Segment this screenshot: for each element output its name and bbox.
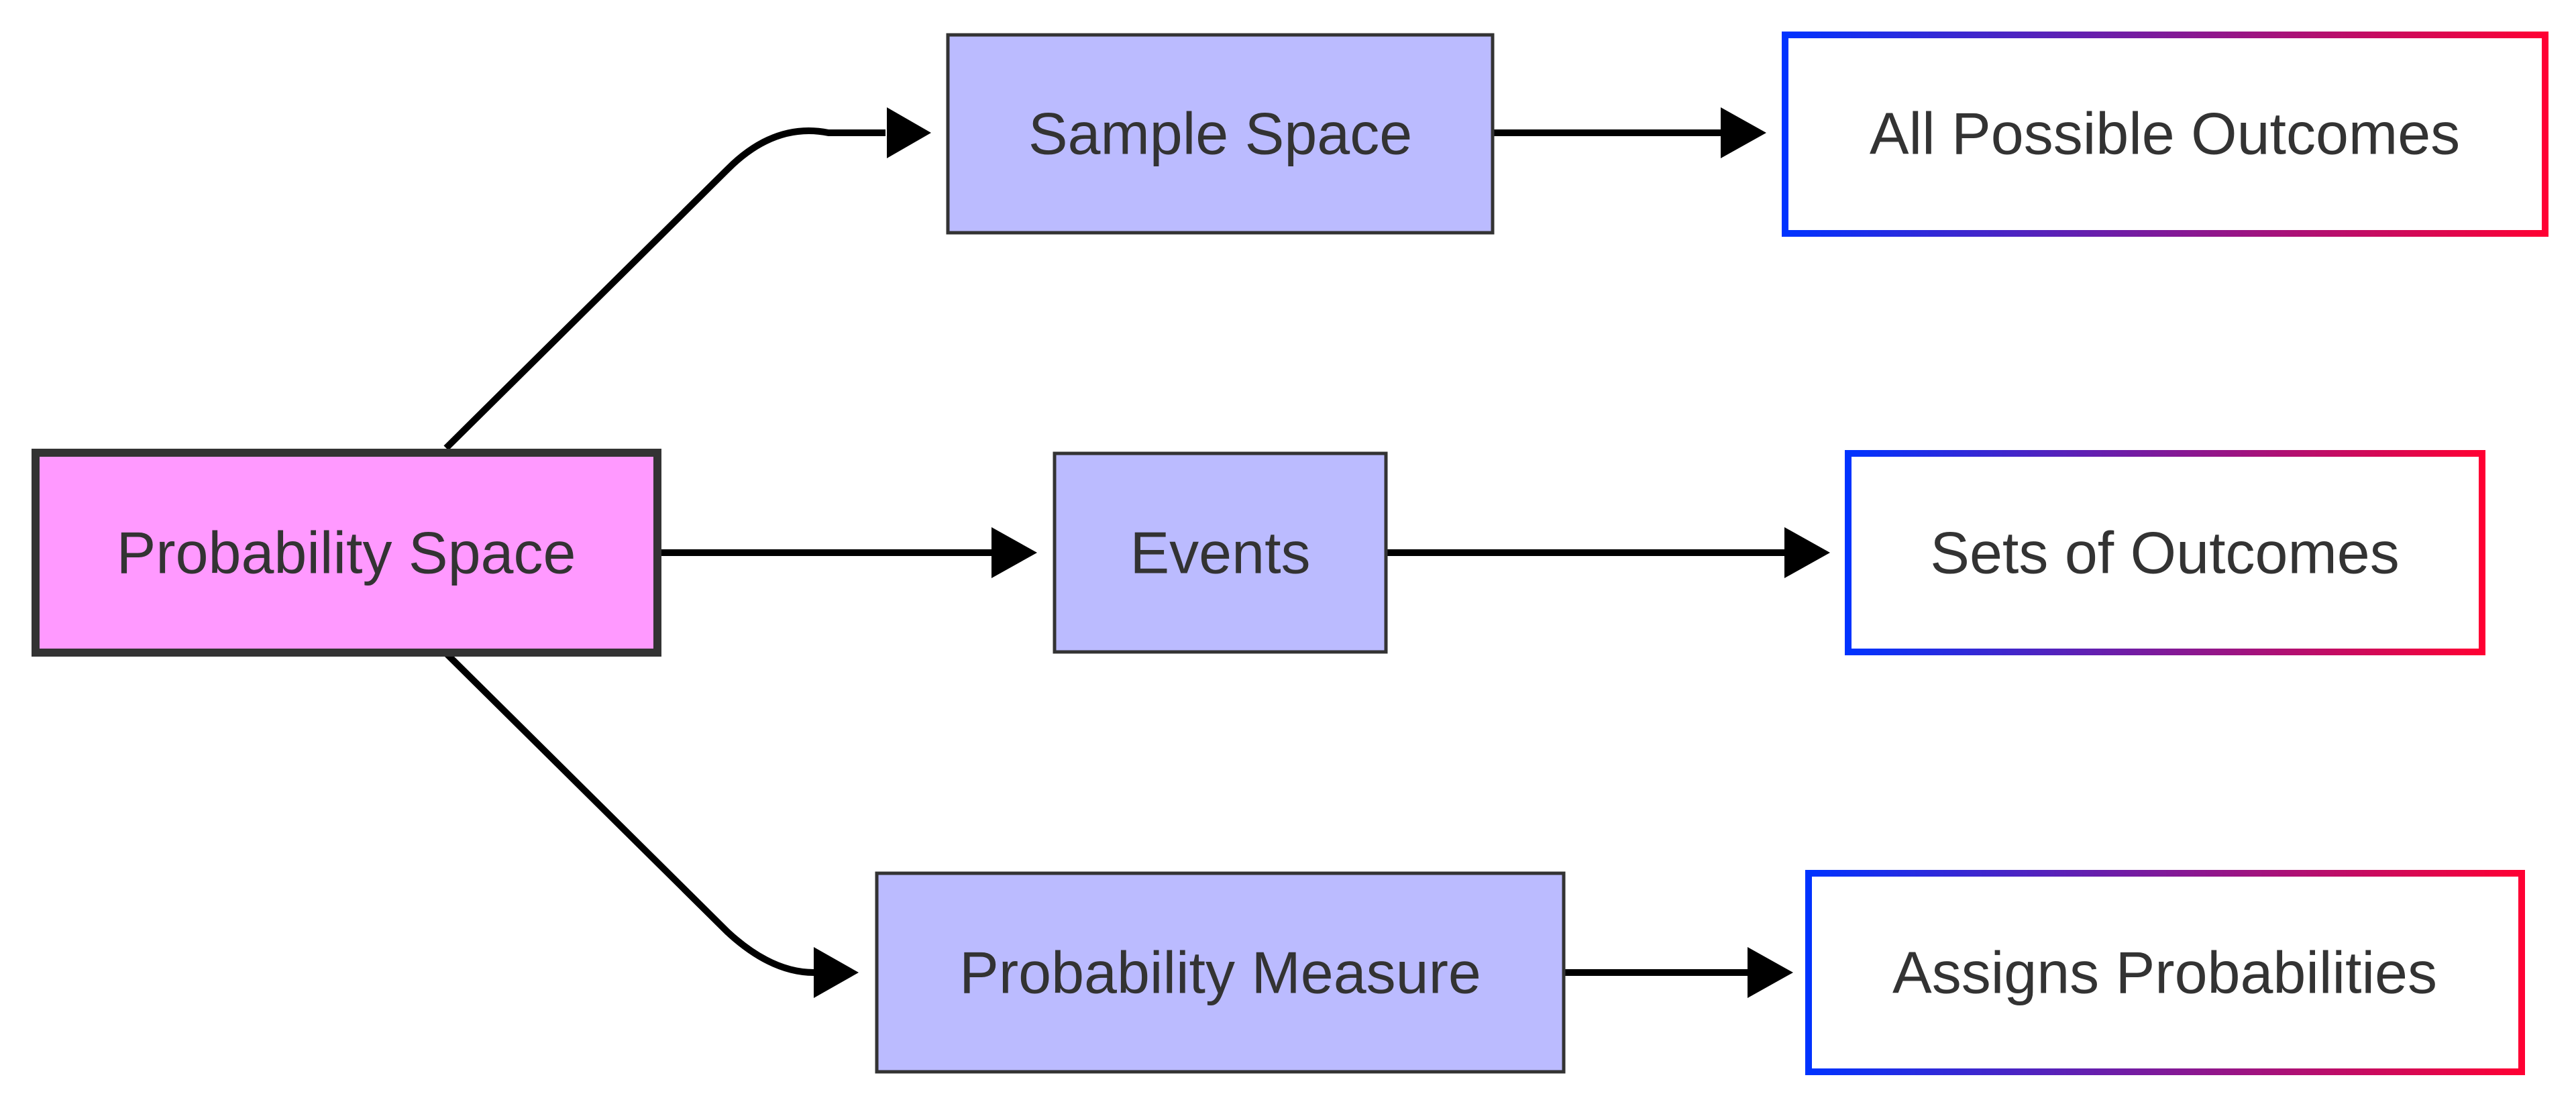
node-all-possible-outcomes[interactable]: All Possible Outcomes (1782, 32, 2548, 237)
node-events[interactable]: Events (1053, 451, 1388, 654)
node-sample-space[interactable]: Sample Space (946, 33, 1495, 235)
arrowhead-assigns-probabilities (1748, 947, 1793, 998)
node-label: Events (1130, 520, 1310, 586)
edges (443, 107, 1830, 998)
node-probability-measure[interactable]: Probability Measure (875, 871, 1566, 1074)
arrowhead-probability-measure (814, 947, 859, 998)
node-label: All Possible Outcomes (1870, 101, 2460, 167)
node-probability-space[interactable]: Probability Space (32, 449, 661, 657)
arrowhead-sample-space (887, 107, 931, 158)
node-label: Sample Space (1028, 101, 1412, 167)
edge-probability-space-to-sample-space (443, 127, 885, 451)
node-label: Probability Space (117, 520, 576, 586)
node-label: Assigns Probabilities (1892, 940, 2437, 1006)
node-sets-of-outcomes[interactable]: Sets of Outcomes (1845, 450, 2485, 655)
arrowhead-all-possible-outcomes (1721, 107, 1766, 158)
arrowhead-events (991, 527, 1037, 578)
node-assigns-probabilities[interactable]: Assigns Probabilities (1805, 870, 2525, 1075)
node-label: Sets of Outcomes (1930, 520, 2399, 586)
node-label: Probability Measure (959, 940, 1481, 1006)
arrowhead-sets-of-outcomes (1784, 527, 1830, 578)
edge-probability-space-to-probability-measure (443, 651, 814, 976)
